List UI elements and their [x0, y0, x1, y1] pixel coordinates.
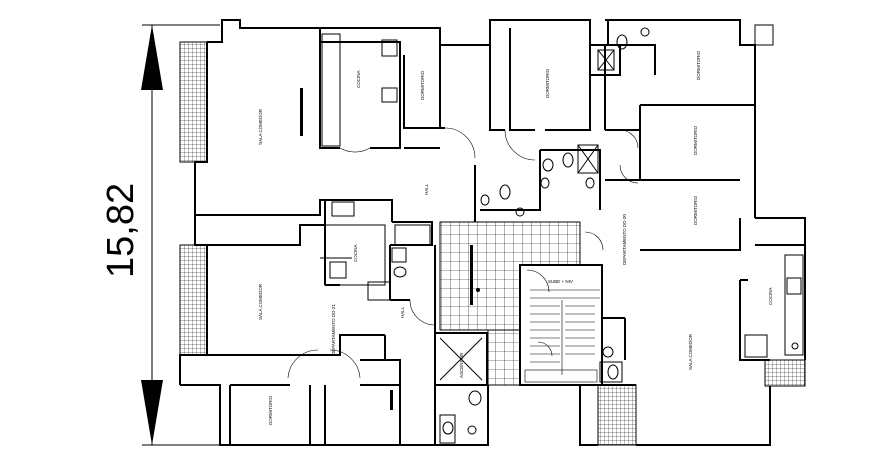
label-dormitorio-bottom: DORMITORIO	[268, 395, 273, 425]
label-dormitorio-right-c: DORMITORIO	[693, 195, 698, 225]
kitchen-counter-right	[784, 254, 804, 356]
label-cocina-right: COCINA	[768, 287, 773, 305]
bath-fixtures-top	[480, 27, 650, 217]
interior-walls-bottom-left	[229, 384, 436, 445]
label-sala-comedor-left: SALA COMEDOR	[258, 283, 263, 320]
interior-walls-upper-right	[474, 44, 656, 222]
bath-fixtures-bottom	[439, 390, 482, 444]
dimension-line	[141, 24, 220, 446]
elevator-cross	[439, 337, 483, 381]
label-sala-comedor-right: SALA COMEDOR	[688, 333, 693, 370]
dimension-label: 15,82	[100, 183, 142, 278]
column-mark-2	[470, 245, 473, 305]
label-dormitorio-top-b: DORMITORIO	[545, 68, 550, 98]
label-dormitorio-right-b: DORMITORIO	[693, 125, 698, 155]
balcony-top-left	[179, 41, 208, 163]
stair-label: SUBE + NIV	[548, 279, 573, 284]
sink-top	[381, 87, 398, 103]
ascensor-label: ASCENSOR	[459, 352, 464, 378]
interior-walls-lower-right	[601, 244, 805, 386]
stair-treads	[524, 289, 600, 383]
kitchen-counter-top	[321, 33, 341, 147]
sink-left	[331, 201, 355, 217]
label-dormitorio-right-a: DORMITORIO	[696, 50, 701, 80]
lift-lobby-floor	[487, 329, 521, 386]
column-mark-3	[390, 390, 393, 410]
column-mark-1	[300, 88, 303, 136]
label-sala-comedor-top: SALA COMEDOR	[258, 108, 263, 145]
label-hall-left: HALL	[400, 306, 405, 318]
stair-core	[519, 264, 603, 386]
balcony-bottom-right	[597, 384, 637, 446]
stove-left	[329, 261, 347, 279]
fridge-left	[367, 281, 391, 301]
fridge-right	[744, 334, 768, 358]
stove-right	[786, 277, 802, 295]
label-hall-top: HALL	[424, 183, 429, 195]
stove-top	[381, 39, 398, 57]
bath-fixtures-lower-right	[599, 346, 623, 383]
label-departamento-left: DEPARTAMENTO DD-21	[331, 304, 336, 355]
label-departamento-right: DEPARTAMENTO DD-20	[622, 214, 627, 265]
door-swings	[287, 127, 639, 379]
balcony-left	[179, 244, 208, 356]
balcony-top-right	[754, 24, 774, 46]
balcony-right	[764, 359, 806, 387]
label-cocina-top: COCINA	[356, 70, 361, 88]
kitchen-counter-left	[324, 224, 386, 286]
bath-fixtures-mid-left	[391, 224, 431, 278]
label-cocina-left: COCINA	[353, 244, 358, 262]
label-dormitorio-top-a: DORMITORIO	[420, 70, 425, 100]
